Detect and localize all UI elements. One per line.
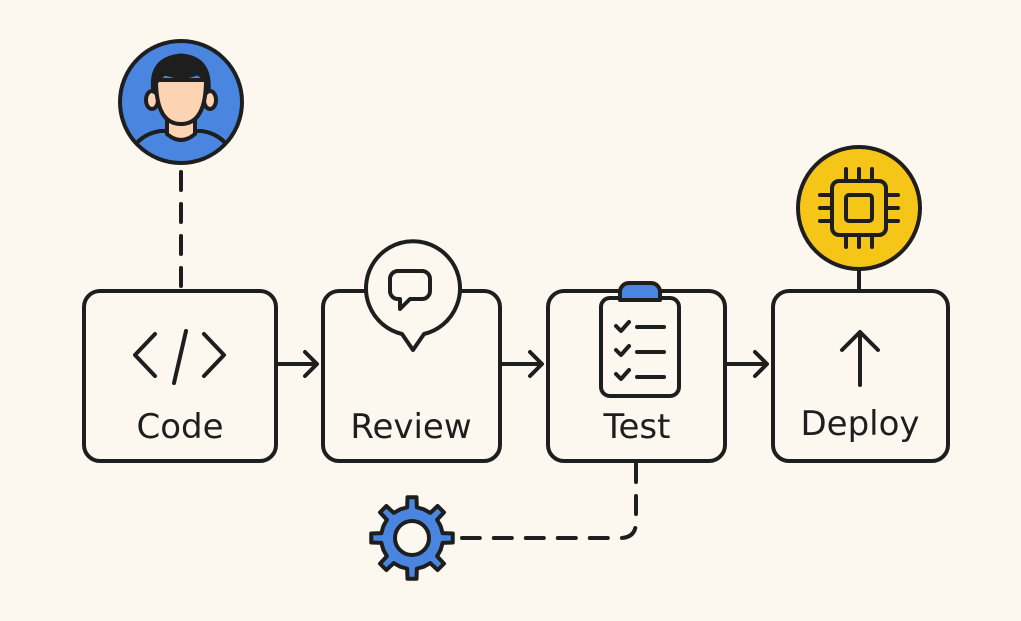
arrow-up-icon (840, 330, 880, 387)
step-code[interactable]: Code (82, 289, 278, 463)
chat-bubble-icon (364, 239, 462, 352)
clipboard-checklist-icon (599, 281, 681, 398)
gear-icon[interactable] (369, 495, 455, 581)
flow-arrow-code-review (274, 350, 319, 378)
code-brackets-icon (133, 329, 226, 385)
step-label: Code (136, 407, 223, 447)
gear-connector (460, 462, 638, 540)
step-review[interactable]: Review (321, 239, 502, 463)
step-label: Review (350, 407, 471, 447)
step-test[interactable]: Test (546, 281, 727, 463)
cpu-chip-icon[interactable] (796, 145, 922, 271)
flow-arrow-test-deploy (723, 350, 769, 378)
step-label: Deploy (800, 404, 919, 444)
step-box (82, 289, 278, 463)
user-avatar-icon[interactable] (118, 39, 244, 170)
step-label: Test (603, 407, 671, 447)
step-deploy[interactable]: Deploy (771, 289, 950, 463)
flow-arrow-review-test (498, 350, 544, 378)
